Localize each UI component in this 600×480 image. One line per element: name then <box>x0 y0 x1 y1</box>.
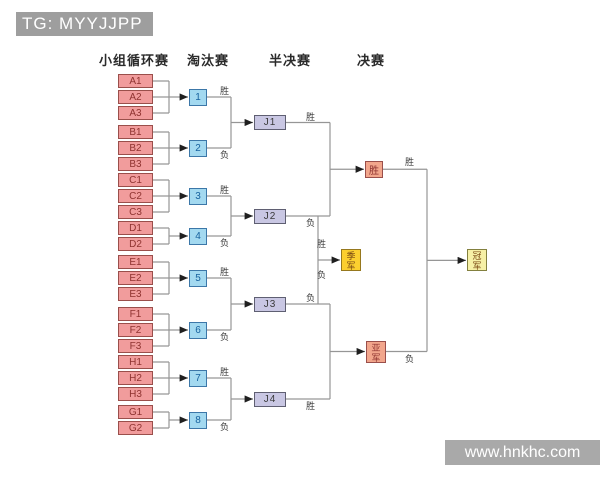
team-box-C1: C1 <box>118 173 153 187</box>
team-box-D2: D2 <box>118 237 153 251</box>
knockout-box-1: 1 <box>189 89 207 106</box>
team-box-G2: G2 <box>118 421 153 435</box>
win-label: 胜 <box>220 367 230 377</box>
winner-box: 胜 <box>365 161 383 178</box>
knockout-box-7: 7 <box>189 370 207 387</box>
team-box-H3: H3 <box>118 387 153 401</box>
team-box-A1: A1 <box>118 74 153 88</box>
knockout-box-4: 4 <box>189 228 207 245</box>
team-box-C3: C3 <box>118 205 153 219</box>
team-box-G1: G1 <box>118 405 153 419</box>
win-label: 胜 <box>317 239 327 249</box>
column-header-knockout: 淘汰赛 <box>187 53 230 68</box>
lose-label: 负 <box>306 218 316 228</box>
semifinal-box-J3: J3 <box>254 297 286 312</box>
team-box-E3: E3 <box>118 287 153 301</box>
win-label: 胜 <box>405 157 415 167</box>
win-label: 胜 <box>220 185 230 195</box>
column-header-final: 决赛 <box>357 53 386 68</box>
team-box-E1: E1 <box>118 255 153 269</box>
team-box-B2: B2 <box>118 141 153 155</box>
third-place-box: 季军 <box>341 249 361 271</box>
champion-box: 冠军 <box>467 249 487 271</box>
semifinal-box-J2: J2 <box>254 209 286 224</box>
lose-label: 负 <box>220 238 230 248</box>
win-label: 胜 <box>306 112 316 122</box>
knockout-box-3: 3 <box>189 188 207 205</box>
knockout-box-2: 2 <box>189 140 207 157</box>
lose-label: 负 <box>220 332 230 342</box>
team-box-A2: A2 <box>118 90 153 104</box>
column-header-group-stage: 小组循环赛 <box>99 53 170 68</box>
column-header-semifinal: 半决赛 <box>269 53 312 68</box>
team-box-C2: C2 <box>118 189 153 203</box>
semifinal-box-J4: J4 <box>254 392 286 407</box>
team-box-F2: F2 <box>118 323 153 337</box>
watermark-tag: TG: MYYJJPP <box>16 12 153 36</box>
team-box-H2: H2 <box>118 371 153 385</box>
lose-label: 负 <box>405 354 415 364</box>
lose-label: 负 <box>220 150 230 160</box>
team-box-F1: F1 <box>118 307 153 321</box>
win-label: 胜 <box>306 401 316 411</box>
lose-label: 负 <box>306 293 316 303</box>
lose-label: 负 <box>317 270 327 280</box>
win-label: 胜 <box>220 267 230 277</box>
semifinal-box-J1: J1 <box>254 115 286 130</box>
knockout-box-5: 5 <box>189 270 207 287</box>
win-label: 胜 <box>220 86 230 96</box>
runner-up-box: 亚军 <box>366 341 386 363</box>
team-box-B3: B3 <box>118 157 153 171</box>
knockout-box-6: 6 <box>189 322 207 339</box>
team-box-F3: F3 <box>118 339 153 353</box>
team-box-E2: E2 <box>118 271 153 285</box>
team-box-A3: A3 <box>118 106 153 120</box>
lose-label: 负 <box>220 422 230 432</box>
team-box-D1: D1 <box>118 221 153 235</box>
site-url: www.hnkhc.com <box>445 440 600 465</box>
knockout-box-8: 8 <box>189 412 207 429</box>
team-box-B1: B1 <box>118 125 153 139</box>
team-box-H1: H1 <box>118 355 153 369</box>
